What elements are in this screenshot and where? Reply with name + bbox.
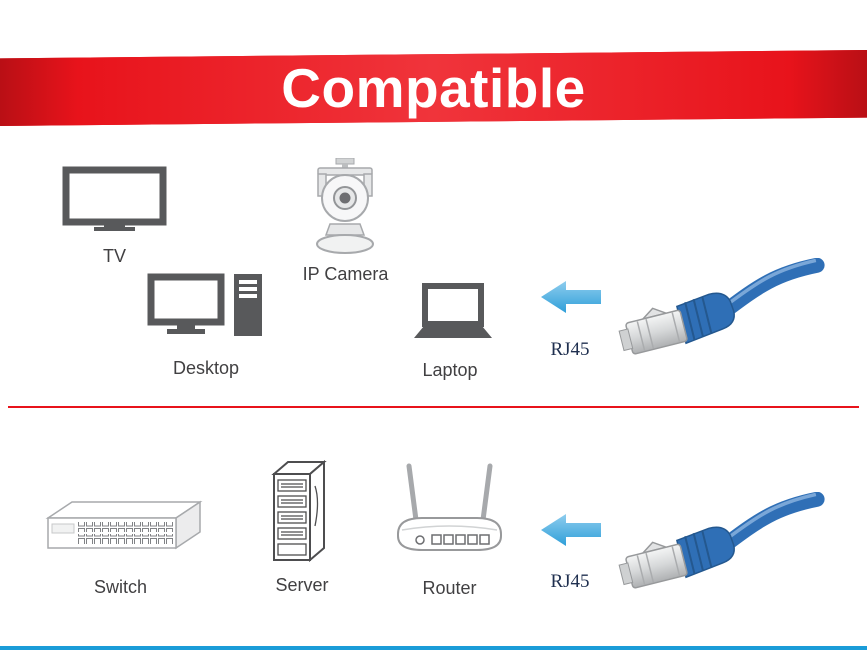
device-label-router: Router xyxy=(422,578,477,598)
arrow-left-icon xyxy=(541,281,601,313)
bottom-border xyxy=(0,646,867,650)
router-icon xyxy=(397,463,502,551)
device-label-tv: TV xyxy=(102,246,126,266)
device-label-laptop: Laptop xyxy=(422,360,478,380)
tv-icon xyxy=(62,166,167,231)
laptop-icon xyxy=(414,283,492,338)
rj45-label: RJ45 xyxy=(550,339,590,360)
ip-camera-icon xyxy=(316,158,374,254)
banner-title: Compatible xyxy=(281,56,586,119)
device-label-server: Server xyxy=(275,575,329,595)
device-label-switch: Switch xyxy=(93,577,147,597)
device-label-ip-camera: IP Camera xyxy=(302,264,389,284)
switch-icon xyxy=(45,500,203,550)
arrow-left-icon xyxy=(541,514,601,546)
server-icon xyxy=(271,459,327,563)
device-label-desktop: Desktop xyxy=(172,358,240,378)
section-divider xyxy=(8,406,859,408)
rj45-cable-icon xyxy=(618,258,825,355)
rj45-cable-icon xyxy=(618,492,825,589)
desktop-icon xyxy=(147,273,262,336)
rj45-label: RJ45 xyxy=(550,571,590,592)
banner: Compatible xyxy=(0,50,867,126)
